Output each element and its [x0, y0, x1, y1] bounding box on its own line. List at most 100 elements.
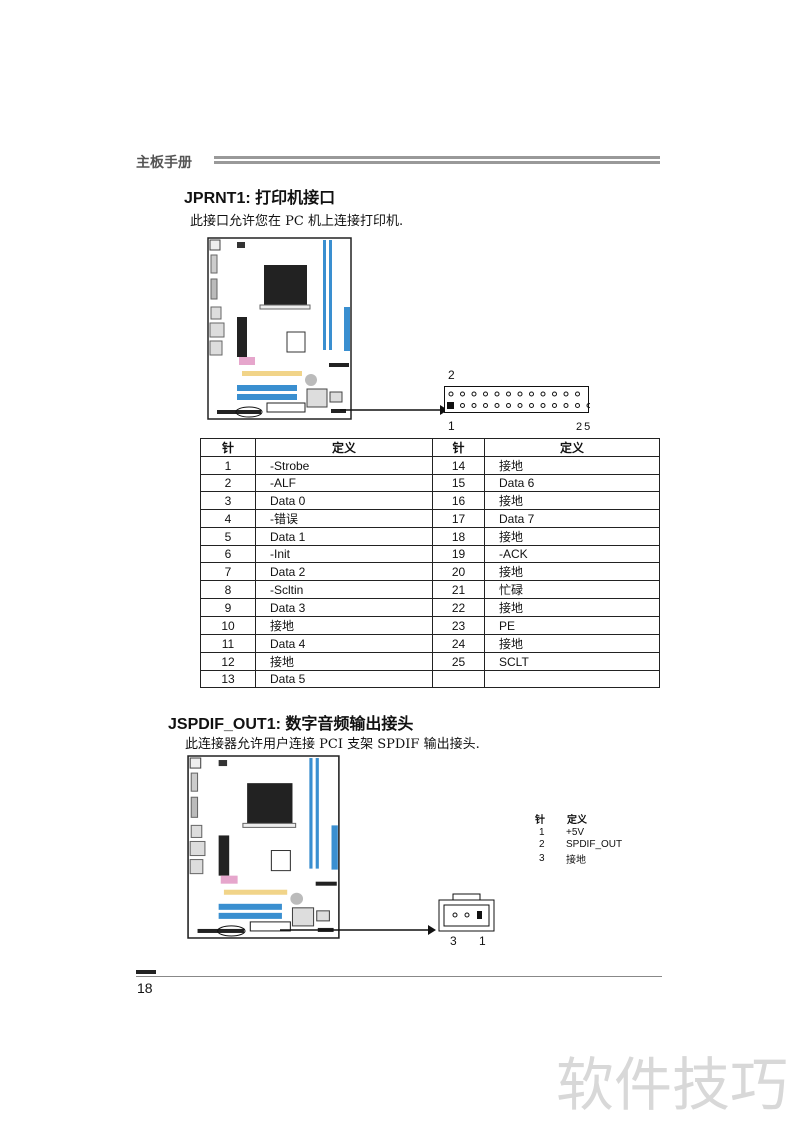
spdif-header-diagram: [438, 893, 495, 932]
pin-definition: -Strobe: [255, 456, 433, 475]
pin-definition: SPDIF_OUT: [566, 839, 623, 850]
pin-label-25: 25: [576, 421, 593, 433]
pin-number: 2: [200, 474, 256, 492]
pin-number: 20: [432, 562, 485, 581]
pin-definition: 接地: [484, 562, 660, 581]
pin-definition: -ALF: [255, 474, 433, 492]
pin-number: 10: [200, 616, 256, 635]
pin-definition: 接地: [484, 456, 660, 475]
motherboard-diagram-1: [207, 237, 352, 420]
pin-number: 17: [432, 509, 485, 528]
pin-label-3: 3: [450, 934, 457, 948]
col-header-pin: 针: [535, 815, 545, 826]
pin-number: 6: [200, 545, 256, 563]
section-desc-jspdif: 此连接器允许用户连接 PCI 支架 SPDIF 输出接头.: [185, 737, 480, 752]
pin-definition: 接地: [255, 616, 433, 635]
header-rule: [214, 156, 660, 166]
pin-definition: +5V: [566, 827, 585, 838]
pin-label-1: 1: [448, 419, 455, 433]
pin-definition: 接地: [484, 634, 660, 653]
pin-definition: -Init: [255, 545, 433, 563]
pin-definition: Data 7: [484, 509, 660, 528]
col-header-definition: 定义: [255, 438, 433, 457]
pin-definition: 接地: [566, 855, 586, 866]
pin-number: 9: [200, 598, 256, 617]
col-header-pin: 针: [200, 438, 256, 457]
col-header-pin: 针: [432, 438, 485, 457]
pin-label-2: 2: [448, 368, 455, 382]
pin-definition: -ACK: [484, 545, 660, 563]
pin-number: 15: [432, 474, 485, 492]
pin-number: 18: [432, 527, 485, 546]
pin-definition: 接地: [484, 598, 660, 617]
pin-number: [432, 670, 485, 688]
pin-definition: 接地: [484, 491, 660, 510]
pin-definition: -Scltin: [255, 580, 433, 599]
pin-number: 23: [432, 616, 485, 635]
pin-definition: SCLT: [484, 652, 660, 671]
pin-definition: PE: [484, 616, 660, 635]
parallel-header-diagram: [444, 386, 590, 413]
col-header-definition: 定义: [567, 815, 587, 826]
table-row: 3 接地: [534, 851, 622, 867]
col-header-definition: 定义: [484, 438, 660, 457]
pin-definition: Data 6: [484, 474, 660, 492]
page-number: 18: [137, 980, 153, 996]
pin-number: 21: [432, 580, 485, 599]
motherboard-diagram-2: [187, 755, 340, 939]
pin-number: 14: [432, 456, 485, 475]
section-title-jprnt1: JPRNT1: 打印机接口: [184, 190, 336, 207]
pin-number: 22: [432, 598, 485, 617]
pin-number: 3: [539, 853, 545, 864]
pin-number: 13: [200, 670, 256, 688]
pin-number: 1: [200, 456, 256, 475]
watermark: 软件技巧: [555, 1051, 788, 1119]
pin-number: 2: [539, 839, 545, 850]
pin-number: 4: [200, 509, 256, 528]
jspdif-pin-table: 针 定义 1 +5V 2 SPDIF_OUT 3 接地: [534, 810, 622, 867]
section-desc-jprnt1: 此接口允许您在 PC 机上连接打印机.: [190, 214, 404, 229]
pin-number: 5: [200, 527, 256, 546]
pin-definition: Data 3: [255, 598, 433, 617]
pin-number: 16: [432, 491, 485, 510]
pin-number: 12: [200, 652, 256, 671]
pin-definition: [484, 670, 660, 688]
pin-definition: Data 5: [255, 670, 433, 688]
pin-number: 8: [200, 580, 256, 599]
pin-number: 3: [200, 491, 256, 510]
header-title: 主板手册: [136, 154, 192, 170]
pin-definition: 忙碌: [484, 580, 660, 599]
arrow-icon: [280, 925, 436, 935]
arrow-icon: [340, 405, 448, 415]
pin-definition: Data 0: [255, 491, 433, 510]
footer-mark: [136, 970, 156, 974]
pin-definition: Data 2: [255, 562, 433, 581]
pin-definition: 接地: [484, 527, 660, 546]
pin-number: 7: [200, 562, 256, 581]
pin-number: 25: [432, 652, 485, 671]
table-row: 1 +5V: [534, 827, 622, 839]
pin-definition: Data 1: [255, 527, 433, 546]
section-title-jspdif: JSPDIF_OUT1: 数字音频输出接头: [168, 716, 414, 733]
pin-label-1: 1: [479, 934, 486, 948]
pin-number: 1: [539, 827, 545, 838]
pin-number: 11: [200, 634, 256, 653]
pin-definition: 接地: [255, 652, 433, 671]
pin-number: 19: [432, 545, 485, 563]
pin-number: 24: [432, 634, 485, 653]
pin-definition: -错误: [255, 509, 433, 528]
